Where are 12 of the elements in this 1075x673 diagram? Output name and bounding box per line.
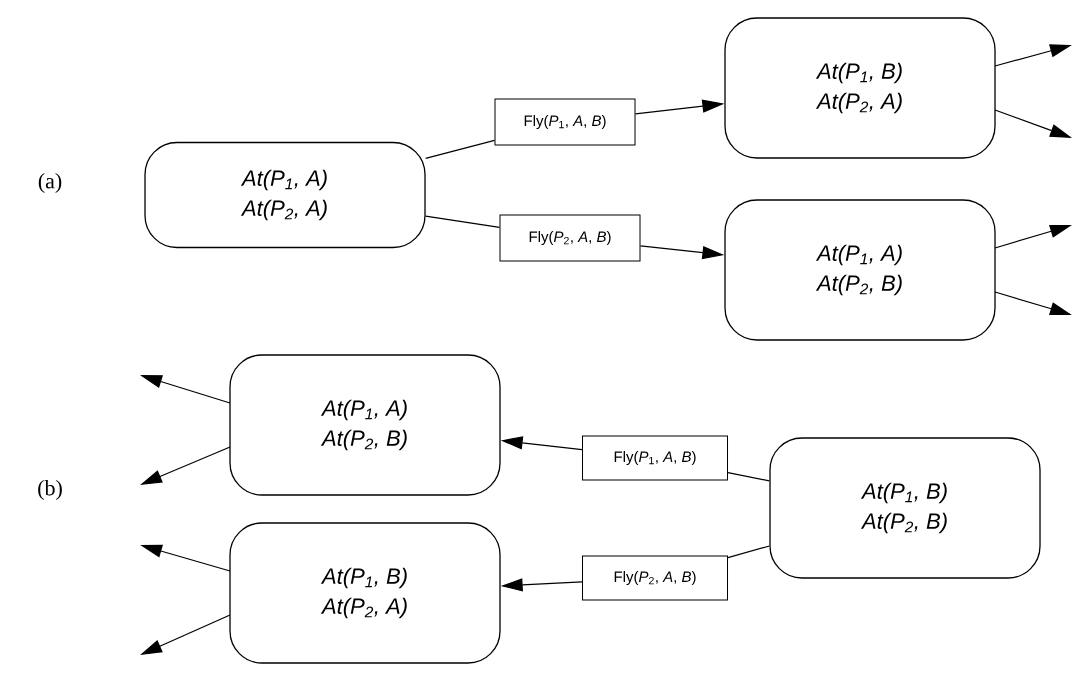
state-box: At(P$_{1}$, B) At(P$_{2}$, A) — [229, 522, 501, 664]
panel-label: (b) — [38, 480, 62, 500]
action-box: Fly(P$_{1}$, A, B) — [582, 435, 728, 481]
action-box: Fly(P$_{2}$, A, B) — [582, 555, 728, 601]
state-box: At(P$_{1}$, A) At(P$_{2}$, B) — [724, 199, 996, 341]
action-box: Fly(P$_{1}$, A, B) — [494, 98, 636, 146]
state-box: At(P$_{1}$, B) At(P$_{2}$, B) — [769, 437, 1041, 579]
state-box: At(P$_{1}$, A) At(P$_{2}$, B) — [229, 354, 501, 496]
state-box: At(P$_{1}$, B) At(P$_{2}$, A) — [724, 17, 996, 159]
state-box: At(P$_{1}$, A) At(P$_{2}$, A) — [144, 141, 426, 249]
panel-label: (a) — [38, 173, 62, 193]
action-box: Fly(P$_{2}$, A, B) — [499, 214, 641, 262]
